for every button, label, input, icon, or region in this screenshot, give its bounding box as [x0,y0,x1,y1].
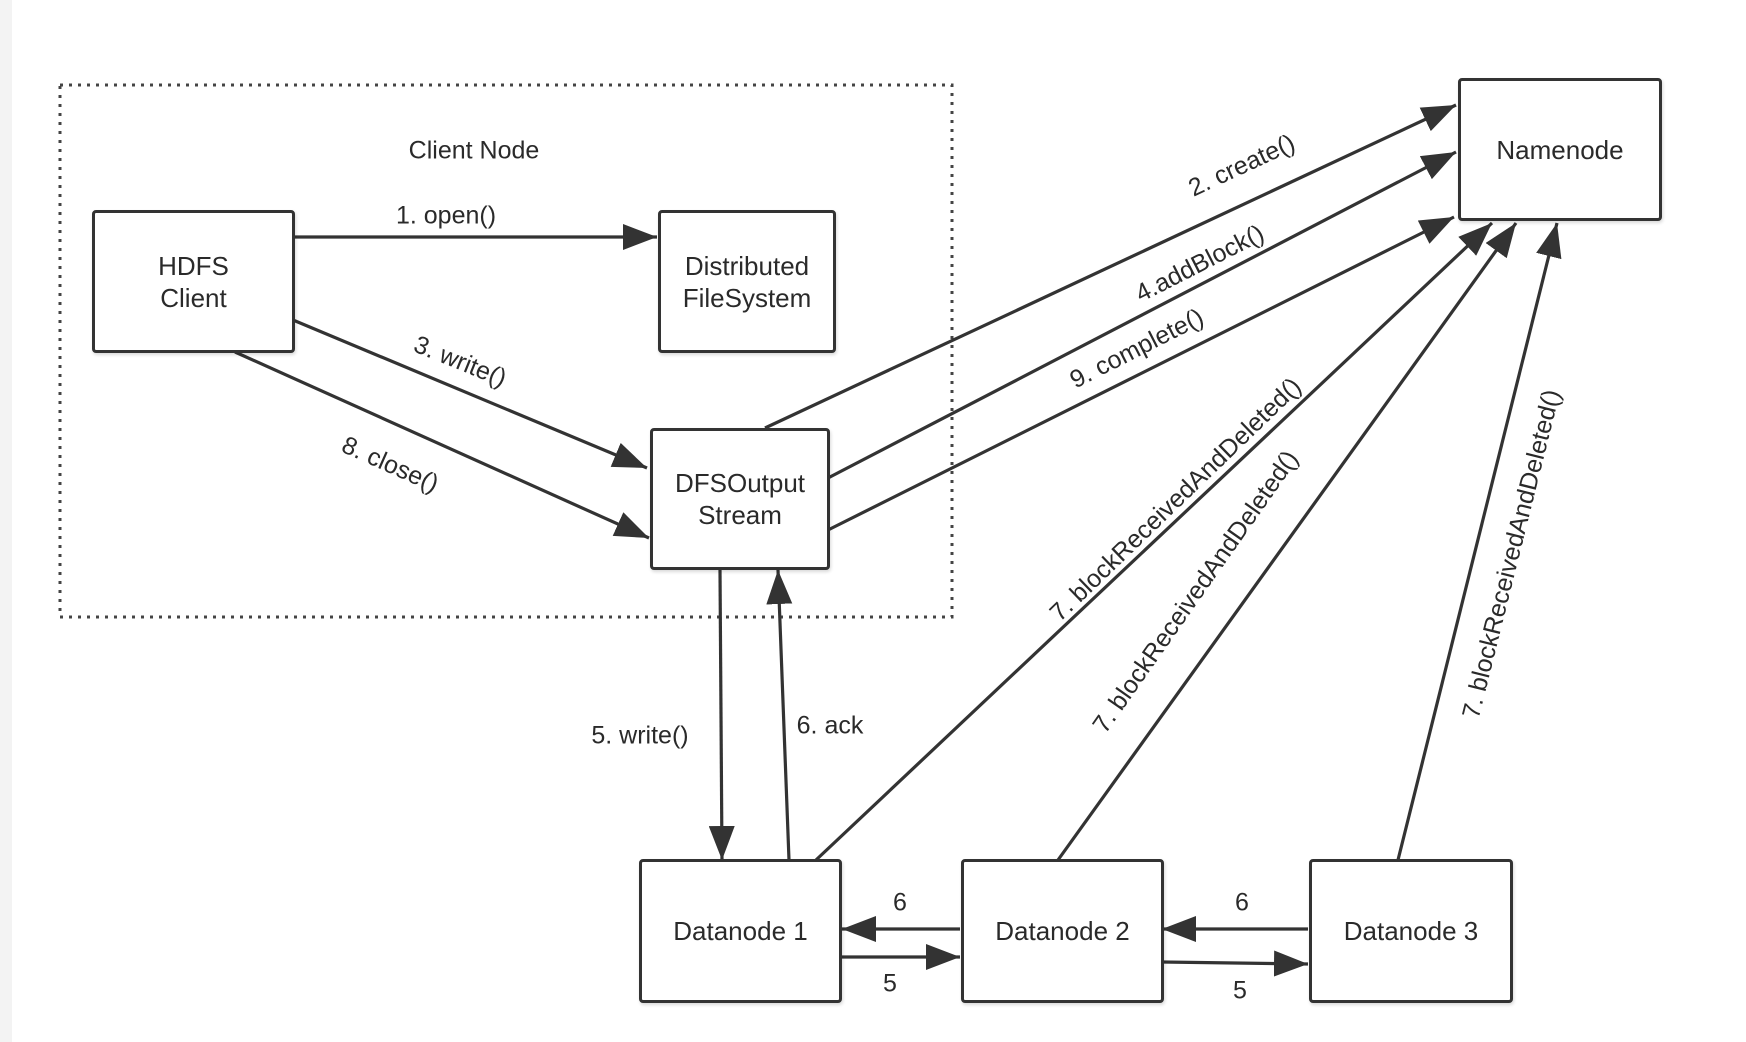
label-open: 1. open() [395,201,497,230]
client-node-title: Client Node [408,136,540,165]
edge-complete [827,215,1455,532]
label-write-to-datanode: 5. write() [591,721,689,750]
edge-write-to-datanode [708,569,735,861]
edge-write-to-stream [292,318,648,470]
edge-write-dn2-dn3 [1161,950,1309,977]
node-dfs-output-stream-line1: DFSOutput [674,468,806,498]
node-namenode[interactable]: Namenode [1458,78,1662,221]
edge-close [234,350,650,540]
label-ack-dn2-dn1: 6 [893,888,907,917]
label-write-dn2-dn3: 5 [1233,976,1247,1005]
node-datanode-2[interactable]: Datanode 2 [961,859,1164,1003]
node-distributed-filesystem-line1: Distributed [684,250,810,281]
node-datanode-1[interactable]: Datanode 1 [639,859,842,1003]
node-distributed-filesystem[interactable]: Distributed FileSystem [658,210,836,353]
edge-add-block [827,150,1457,480]
node-datanode-2-label: Datanode 2 [995,916,1130,946]
node-distributed-filesystem-line2: FileSystem [682,282,812,313]
label-ack-dn3-dn2: 6 [1235,888,1249,917]
node-datanode-3[interactable]: Datanode 3 [1309,859,1513,1003]
left-margin-bar [0,0,12,1042]
node-dfs-output-stream[interactable]: DFSOutput Stream [650,428,830,570]
label-write-dn1-dn2: 5 [883,969,897,998]
edge-block-dn1 [814,221,1494,862]
label-ack: 6. ack [796,711,864,740]
edge-ack [766,569,793,861]
edge-block-dn2 [1056,222,1518,861]
edge-create [764,103,1457,430]
node-namenode-label: Namenode [1496,134,1624,165]
node-hdfs-client-line1: HDFS [158,250,229,281]
edge-block-dn3 [1396,222,1562,861]
node-hdfs-client-line2: Client [160,282,227,313]
node-datanode-1-label: Datanode 1 [673,916,808,946]
node-dfs-output-stream-line2: Stream [698,500,782,530]
node-hdfs-client[interactable]: HDFS Client [92,210,295,353]
node-datanode-3-label: Datanode 3 [1343,916,1479,946]
